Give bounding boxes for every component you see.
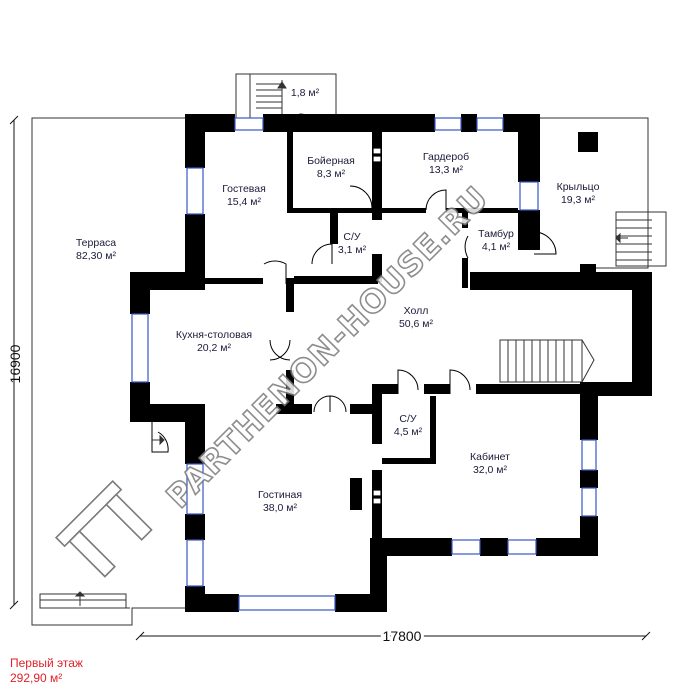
svg-text:Тамбур: Тамбур — [478, 228, 514, 240]
terrace-door-arrow — [152, 434, 165, 446]
terrace-steps — [39, 591, 127, 609]
watermark-logo-icon — [54, 479, 153, 578]
stair-landing: 1,8 м² — [291, 87, 320, 99]
svg-text:Кабинет: Кабинет — [470, 451, 510, 463]
room-wardrobe: Гардероб 13,3 м² — [423, 151, 469, 176]
hall-stair — [499, 339, 595, 383]
exterior-walls — [130, 114, 652, 612]
svg-text:4,5 м²: 4,5 м² — [394, 426, 423, 438]
svg-text:82,30 м²: 82,30 м² — [76, 250, 116, 262]
room-guest: Гостевая 15,4 м² — [222, 183, 266, 208]
svg-text:Кухня-столовая: Кухня-столовая — [176, 329, 252, 341]
svg-text:8,3 м²: 8,3 м² — [317, 168, 346, 180]
svg-text:С/У: С/У — [399, 413, 417, 425]
svg-text:19,3 м²: 19,3 м² — [561, 194, 596, 206]
room-wc-large: С/У 4,5 м² — [394, 413, 423, 438]
svg-text:С/У: С/У — [343, 231, 361, 243]
height-dimension: 16900 — [7, 344, 23, 383]
svg-text:1,8 м²: 1,8 м² — [291, 87, 320, 99]
room-wc-small: С/У 3,1 м² — [338, 231, 367, 256]
svg-text:Холл: Холл — [404, 305, 429, 317]
porch-outline — [540, 117, 667, 269]
interior-walls — [203, 130, 582, 542]
terrace-outline — [31, 117, 185, 626]
top-stair — [235, 73, 337, 119]
watermark: PARTHENON-HOUSE.RU — [54, 178, 497, 578]
svg-text:13,3 м²: 13,3 м² — [429, 164, 464, 176]
svg-text:38,0 м²: 38,0 м² — [263, 502, 298, 514]
room-kitchen-dining: Кухня-столовая 20,2 м² — [176, 329, 252, 354]
room-boiler: Бойерная 8,3 м² — [307, 155, 355, 180]
floor-name: Первый этаж — [10, 656, 83, 670]
svg-text:32,0 м²: 32,0 м² — [473, 464, 508, 476]
room-labels: Терраса 82,30 м² Гостевая 15,4 м² Бойерн… — [76, 87, 600, 514]
svg-text:50,6 м²: 50,6 м² — [399, 318, 434, 330]
room-living: Гостиная 38,0 м² — [258, 489, 302, 514]
vent-blocks — [372, 147, 382, 505]
svg-text:3,1 м²: 3,1 м² — [338, 244, 367, 256]
svg-text:Крыльцо: Крыльцо — [557, 181, 600, 193]
room-study: Кабинет 32,0 м² — [470, 451, 510, 476]
windows — [131, 117, 597, 611]
svg-text:Гостиная: Гостиная — [258, 489, 302, 501]
svg-text:Гостевая: Гостевая — [222, 183, 266, 195]
svg-text:Терраса: Терраса — [76, 237, 116, 249]
floor-caption: Первый этаж 292,90 м² — [10, 656, 83, 686]
svg-text:15,4 м²: 15,4 м² — [227, 196, 262, 208]
svg-text:4,1 м²: 4,1 м² — [482, 241, 511, 253]
svg-text:20,2 м²: 20,2 м² — [197, 342, 232, 354]
floor-total-area: 292,90 м² — [10, 671, 63, 685]
width-dimension: 17800 — [383, 628, 422, 644]
svg-text:Гардероб: Гардероб — [423, 151, 469, 163]
door-swings — [151, 113, 557, 453]
room-vestibule: Тамбур 4,1 м² — [478, 228, 514, 253]
svg-text:Бойерная: Бойерная — [307, 155, 355, 167]
room-porch: Крыльцо 19,3 м² — [557, 181, 600, 206]
room-terrace: Терраса 82,30 м² — [76, 237, 117, 262]
dimension-lines — [9, 115, 651, 641]
room-hall: Холл 50,6 м² — [399, 305, 434, 330]
